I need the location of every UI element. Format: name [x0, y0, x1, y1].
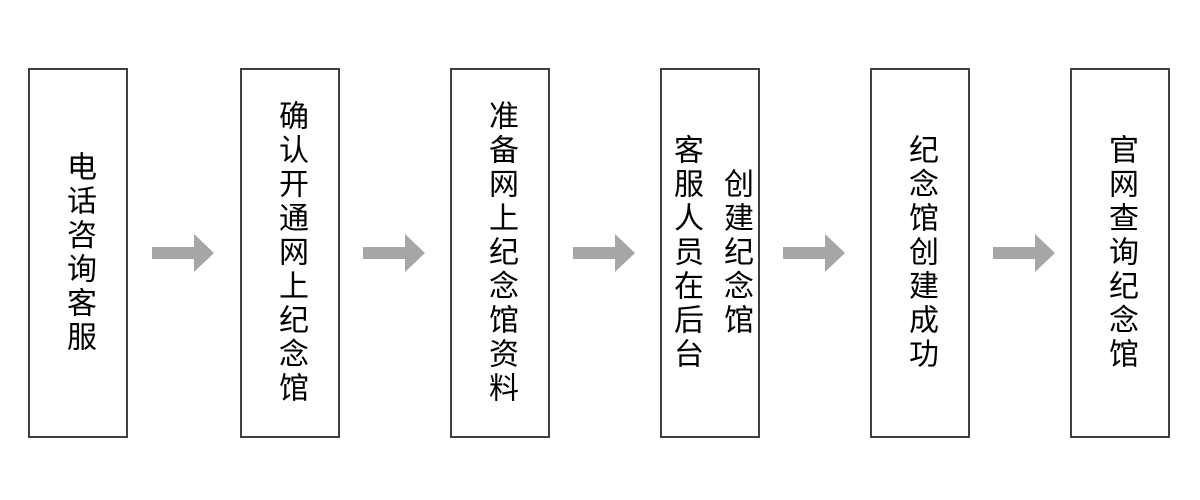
- flow-step-staff-create: 客服人员在后台 创建纪念馆: [660, 68, 760, 438]
- arrow-shaft: [152, 247, 195, 259]
- flow-step-query-official-site: 官网查询纪念馆: [1070, 68, 1170, 438]
- arrow-shaft: [363, 247, 406, 259]
- arrow-shaft: [993, 247, 1036, 259]
- arrow-right-icon: [363, 234, 425, 272]
- arrow-head: [615, 234, 635, 272]
- flow-step-label: 客服人员在后台 创建纪念馆: [669, 134, 752, 372]
- flow-step-label: 纪念馆创建成功: [904, 134, 937, 372]
- arrow-right-icon: [993, 234, 1055, 272]
- arrow-right-icon: [573, 234, 635, 272]
- arrow-head: [1035, 234, 1055, 272]
- flow-step-confirm-open: 确认开通网上纪念馆: [240, 68, 340, 438]
- arrow-shaft: [573, 247, 616, 259]
- arrow-right-icon: [152, 234, 214, 272]
- flow-step-phone-consult: 电话咨询客服: [28, 68, 128, 438]
- arrow-head: [405, 234, 425, 272]
- arrow-head: [825, 234, 845, 272]
- flow-step-label: 电话咨询客服: [62, 151, 95, 355]
- flow-step-label: 确认开通网上纪念馆: [274, 100, 307, 406]
- flow-step-create-success: 纪念馆创建成功: [870, 68, 970, 438]
- arrow-shaft: [783, 247, 826, 259]
- flow-step-label: 官网查询纪念馆: [1104, 134, 1137, 372]
- flow-step-label: 准备网上纪念馆资料: [484, 100, 517, 406]
- arrow-head: [194, 234, 214, 272]
- arrow-right-icon: [783, 234, 845, 272]
- flow-step-prepare-materials: 准备网上纪念馆资料: [450, 68, 550, 438]
